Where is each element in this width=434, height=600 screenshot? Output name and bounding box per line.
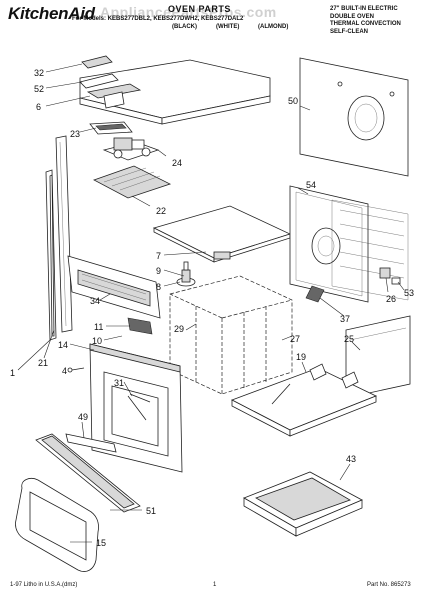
callout-29: 29 [174, 324, 184, 334]
callout-6: 6 [36, 102, 41, 112]
side-trim-rail [55, 135, 73, 333]
description-line: 27" BUILT-IN ELECTRIC [330, 6, 398, 12]
callout-54: 54 [306, 180, 316, 190]
side-trim-left [45, 169, 57, 341]
callout-10: 10 [92, 336, 102, 346]
callout-27: 27 [290, 334, 300, 344]
callout-34: 34 [90, 296, 100, 306]
callout-22: 22 [156, 206, 166, 216]
callout-53: 53 [404, 288, 414, 298]
part-number: Part No. 865273 [367, 582, 411, 588]
heat-shield-plate [93, 165, 172, 199]
footer-print-info: 1-97 Litho in U.S.A.(dmz) [10, 582, 78, 588]
callout-26: 26 [386, 294, 396, 304]
description-line: DOUBLE OVEN [330, 13, 375, 20]
side-panel [345, 315, 411, 399]
section-title: OVEN PARTS [168, 4, 231, 14]
insulation-pad-32 [81, 55, 113, 69]
callout-4: 4 [62, 366, 67, 376]
callout-52: 52 [34, 84, 44, 94]
callout-24: 24 [172, 158, 182, 168]
callout-32: 32 [34, 68, 44, 78]
oven-cavity [169, 275, 293, 395]
back-panel [299, 57, 409, 177]
callout-31: 31 [114, 378, 124, 388]
bottom-tray [243, 471, 363, 537]
callout-8: 8 [156, 282, 161, 292]
callout-25: 25 [344, 334, 354, 344]
insulation-strip-52 [79, 73, 119, 89]
callout-43: 43 [346, 454, 356, 464]
motor-assembly [102, 137, 160, 161]
callout-14: 14 [58, 340, 68, 350]
page-number: 1 [213, 582, 217, 588]
screw-4 [67, 367, 85, 373]
handle-bar [35, 433, 141, 513]
description-line: THERMAL CONVECTION [330, 21, 401, 28]
door-window-31 [111, 385, 159, 447]
door-gasket [15, 478, 99, 572]
latch-bracket [127, 317, 153, 335]
callout-51: 51 [146, 506, 156, 516]
convection-assembly [289, 185, 409, 303]
callout-50: 50 [288, 96, 298, 106]
callout-11: 11 [94, 322, 103, 332]
control-panel [67, 255, 161, 319]
oven-wrapper-top [152, 205, 292, 263]
callout-15: 15 [96, 538, 106, 548]
callout-9: 9 [156, 266, 161, 276]
color-label-almond: (ALMOND) [258, 24, 289, 30]
watermark: AppliancePartsPros.com [100, 4, 277, 20]
callout-37: 37 [340, 314, 350, 324]
brand-logo: KitchenAid [8, 4, 95, 23]
oven-description: 27" BUILT-IN ELECTRIC DOUBLE OVEN THERMA… [330, 6, 401, 36]
callout-21: 21 [38, 358, 48, 368]
top-panel [79, 59, 271, 125]
callout-19: 19 [296, 352, 306, 362]
description-line: SELF-CLEAN [330, 28, 368, 35]
door-handle-trim [65, 433, 117, 453]
callout-23: 23 [70, 129, 80, 139]
callout-7: 7 [156, 251, 161, 261]
element-bracket-37 [305, 285, 325, 303]
model-line: For Models: KEBS277DBL2, KEBS277DWH2, KE… [72, 16, 244, 22]
leader-lines [17, 63, 405, 543]
color-label-black: (BLACK) [172, 24, 197, 30]
vent-bar [89, 121, 133, 135]
oven-shelf [231, 363, 377, 437]
color-label-white: (WHITE) [216, 24, 240, 30]
clip-26-53 [379, 267, 401, 285]
callout-1: 1 [10, 368, 15, 378]
callout-49: 49 [78, 412, 88, 422]
callout-labels: 32 52 6 23 24 22 7 9 8 34 11 29 10 14 4 … [10, 68, 414, 548]
thermostat-knob [176, 261, 196, 287]
